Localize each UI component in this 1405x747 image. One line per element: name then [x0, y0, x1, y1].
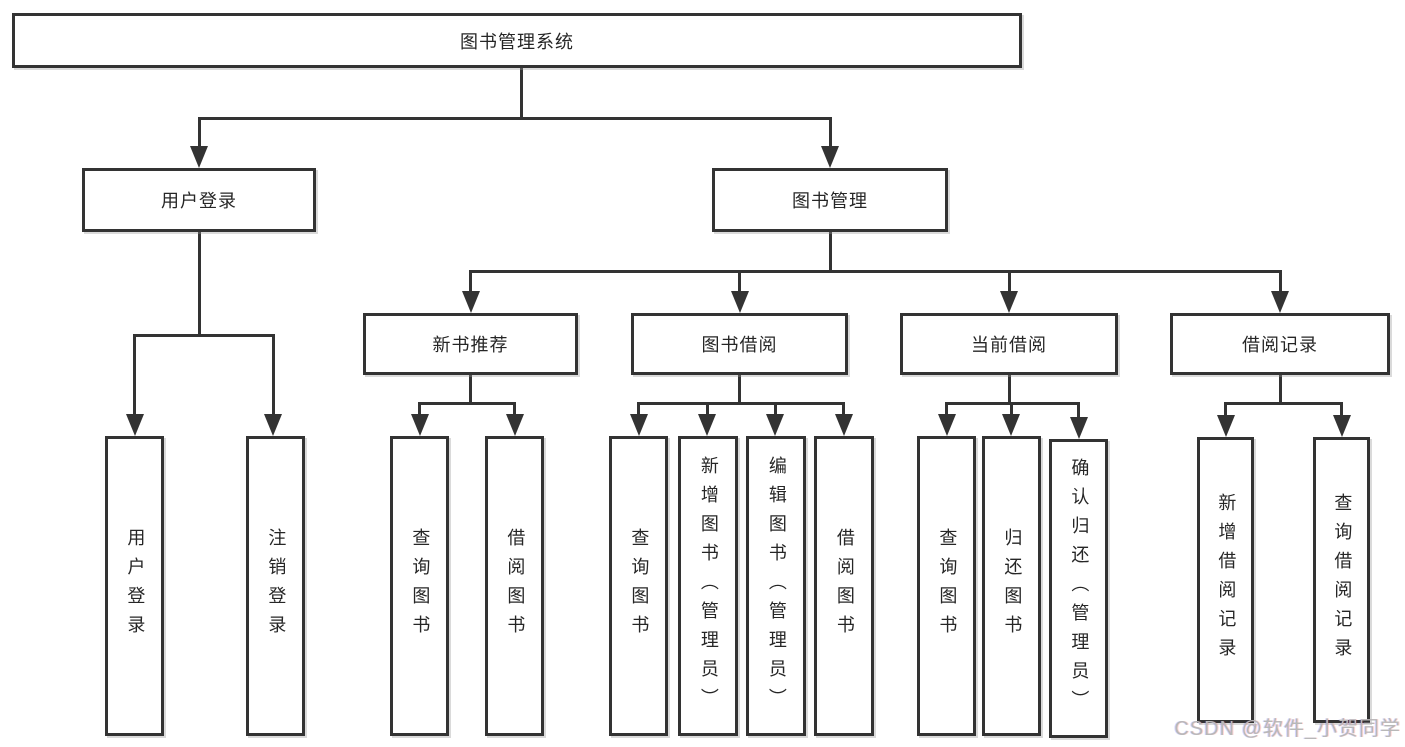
- leaf-confirm-return-admin-label: 确认归还（管理员）: [1069, 458, 1090, 719]
- connector-line: [1077, 403, 1080, 417]
- leaf-add-books-admin: 新增图书（管理员）: [678, 436, 738, 736]
- leaf-return-books: 归还图书: [982, 436, 1041, 736]
- arrowhead-icon: [1000, 291, 1018, 313]
- leaf-query-borrow-record-label: 查询借阅记录: [1332, 493, 1353, 667]
- connector-line: [738, 271, 741, 291]
- node-library-system: 图书管理系统: [12, 13, 1022, 68]
- arrowhead-icon: [1069, 417, 1088, 439]
- connector-line: [1278, 271, 1282, 291]
- arrowhead-icon: [730, 291, 749, 313]
- arrowhead-icon: [1271, 291, 1289, 313]
- arrowhead-icon: [505, 414, 524, 436]
- leaf-add-borrow-record: 新增借阅记录: [1197, 437, 1254, 723]
- connector-line: [945, 403, 948, 414]
- connector-line: [738, 375, 741, 403]
- connector-line: [1224, 403, 1227, 415]
- csdn-watermark: CSDN @软件_小贺同学: [1174, 718, 1401, 740]
- leaf-query-borrow-record: 查询借阅记录: [1313, 437, 1370, 723]
- connector-line: [469, 269, 1282, 273]
- node-new-book-recommend: 新书推荐: [363, 313, 578, 375]
- leaf-query-books-borrow: 查询图书: [609, 436, 668, 736]
- connector-line: [513, 403, 516, 414]
- arrowhead-icon: [1216, 415, 1235, 437]
- connector-line: [1007, 375, 1011, 403]
- arrowhead-icon: [698, 414, 716, 436]
- connector-line: [945, 401, 1080, 405]
- connector-line: [469, 271, 472, 291]
- connector-line: [773, 403, 777, 414]
- node-current-borrow: 当前借阅: [900, 313, 1118, 375]
- leaf-add-books-admin-label: 新增图书（管理员）: [698, 455, 719, 717]
- connector-line: [637, 403, 640, 414]
- connector-line: [418, 401, 516, 405]
- leaf-return-books-label: 归还图书: [1002, 528, 1023, 644]
- connector-line: [197, 116, 832, 120]
- leaf-query-books-current: 查询图书: [917, 436, 976, 736]
- leaf-query-books-borrow-label: 查询图书: [629, 528, 650, 644]
- leaf-query-books-current-label: 查询图书: [937, 528, 958, 644]
- connector-line: [133, 333, 275, 337]
- leaf-edit-books-admin-label: 编辑图书（管理员）: [766, 455, 787, 717]
- connector-line: [197, 118, 201, 146]
- node-user-login: 用户登录: [82, 168, 316, 232]
- node-book-management: 图书管理: [712, 168, 948, 232]
- leaf-edit-books-admin: 编辑图书（管理员）: [746, 436, 806, 736]
- connector-line: [1278, 375, 1282, 403]
- arrowhead-icon: [125, 414, 144, 436]
- connector-line: [418, 403, 421, 414]
- leaf-user-login-label: 用户登录: [125, 528, 146, 644]
- arrowhead-icon: [629, 414, 648, 436]
- node-borrow-records: 借阅记录: [1170, 313, 1390, 375]
- connector-line: [842, 403, 845, 414]
- arrowhead-icon: [410, 414, 429, 436]
- connector-line: [519, 68, 523, 118]
- connector-line: [1340, 403, 1343, 415]
- leaf-confirm-return-admin: 确认归还（管理员）: [1049, 439, 1108, 738]
- leaf-borrow-books-recommend: 借阅图书: [485, 436, 544, 736]
- arrowhead-icon: [190, 146, 208, 168]
- connector-line: [271, 335, 275, 414]
- arrowhead-icon: [461, 291, 480, 313]
- leaf-borrow-books-label: 借阅图书: [834, 528, 855, 644]
- leaf-query-books-recommend: 查询图书: [390, 436, 449, 736]
- connector-line: [133, 335, 136, 414]
- arrowhead-icon: [766, 414, 784, 436]
- leaf-query-books-recommend-label: 查询图书: [410, 528, 431, 644]
- connector-line: [828, 118, 832, 146]
- leaf-logout: 注销登录: [246, 436, 305, 736]
- connector-line: [1007, 271, 1011, 291]
- arrowhead-icon: [1332, 415, 1351, 437]
- leaf-logout-label: 注销登录: [266, 528, 287, 644]
- leaf-user-login: 用户登录: [105, 436, 164, 736]
- leaf-borrow-books: 借阅图书: [814, 436, 874, 736]
- leaf-add-borrow-record-label: 新增借阅记录: [1216, 493, 1237, 667]
- arrowhead-icon: [1002, 414, 1020, 436]
- connector-line: [705, 403, 709, 414]
- connector-line: [469, 375, 472, 403]
- arrowhead-icon: [937, 414, 956, 436]
- connector-line: [197, 232, 201, 335]
- arrowhead-icon: [264, 414, 282, 436]
- arrowhead-icon: [821, 146, 839, 168]
- leaf-borrow-books-recommend-label: 借阅图书: [505, 528, 526, 644]
- connector-line: [1224, 401, 1343, 405]
- connector-line: [637, 401, 845, 405]
- arrowhead-icon: [834, 414, 853, 436]
- connector-line: [828, 232, 832, 271]
- connector-line: [1009, 403, 1013, 414]
- node-book-borrow: 图书借阅: [631, 313, 848, 375]
